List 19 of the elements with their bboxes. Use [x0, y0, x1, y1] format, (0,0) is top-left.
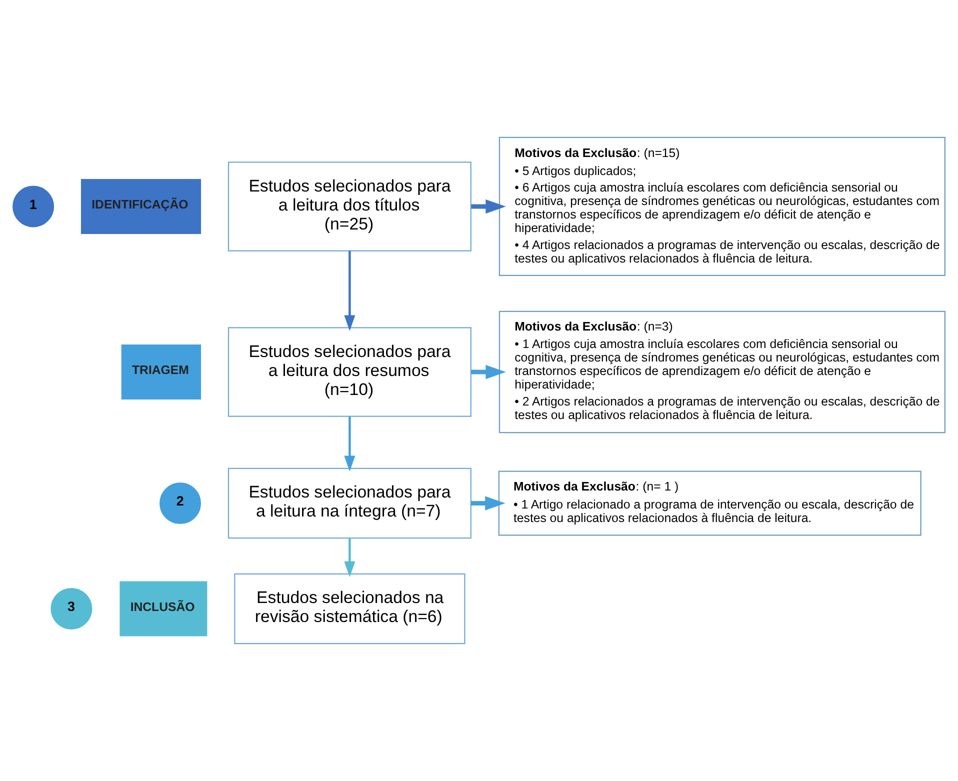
arrow — [471, 364, 506, 380]
node-circle: 1 — [12, 186, 54, 228]
node-box: Estudos selecionados na revisão sistemática (n=6) — [234, 573, 466, 644]
node-box: Motivos da Exclusão: (n= 1 ) • 1 Artigo relacionado a programa de intervenção ou escala, descrição de testes ou aplicativos relacionados à fluência de leitura. — [498, 470, 922, 536]
node-circle: 3 — [50, 588, 92, 630]
node-box: INCLUSÃO — [120, 581, 208, 636]
arrow — [471, 496, 506, 510]
node-circle: 2 — [160, 482, 202, 524]
node-box: Motivos da Exclusão: (n=15) • 5 Artigos duplicados; • 6 Artigos cuja amostra incluía escolares com deficiência sensorial ou cognitiva, presença de síndromes genéticas ou neurológicas, estudantes com transtornos específicos de aprendizagem e/o déficit de atenção e hiperatividade; • 4 Artigos relacionados a programas de intervenção ou escalas, descrição de testes ou aplicativos relacionados à fluência de leitura. — [498, 136, 946, 276]
node-box: Motivos da Exclusão: (n=3) • 1 Artigos cuja amostra incluía escolares com deficiência sensorial ou cognitiva, presença de síndromes genéticas ou neurológicas, estudantes com transtornos específicos de aprendizagem e/o déficit de atenção e hiperatividade; • 2 Artigos relacionados a programas de intervenção ou escalas, descrição de testes ou aplicativos relacionados à fluência de leitura. — [498, 310, 946, 434]
node-box: Estudos selecionados para a leitura dos resumos (n=10) — [228, 327, 472, 417]
arrow — [344, 416, 356, 472]
arrow — [344, 538, 356, 578]
arrow — [344, 250, 356, 332]
node-box: TRIAGEM — [121, 344, 202, 400]
node-box: Estudos selecionados para a leitura na íntegra (n=7) — [228, 468, 472, 539]
node-box: Estudos selecionados para a leitura dos títulos (n=25) — [228, 162, 472, 252]
node-box: IDENTIFICAÇÃO — [80, 179, 202, 234]
arrow — [471, 199, 506, 214]
